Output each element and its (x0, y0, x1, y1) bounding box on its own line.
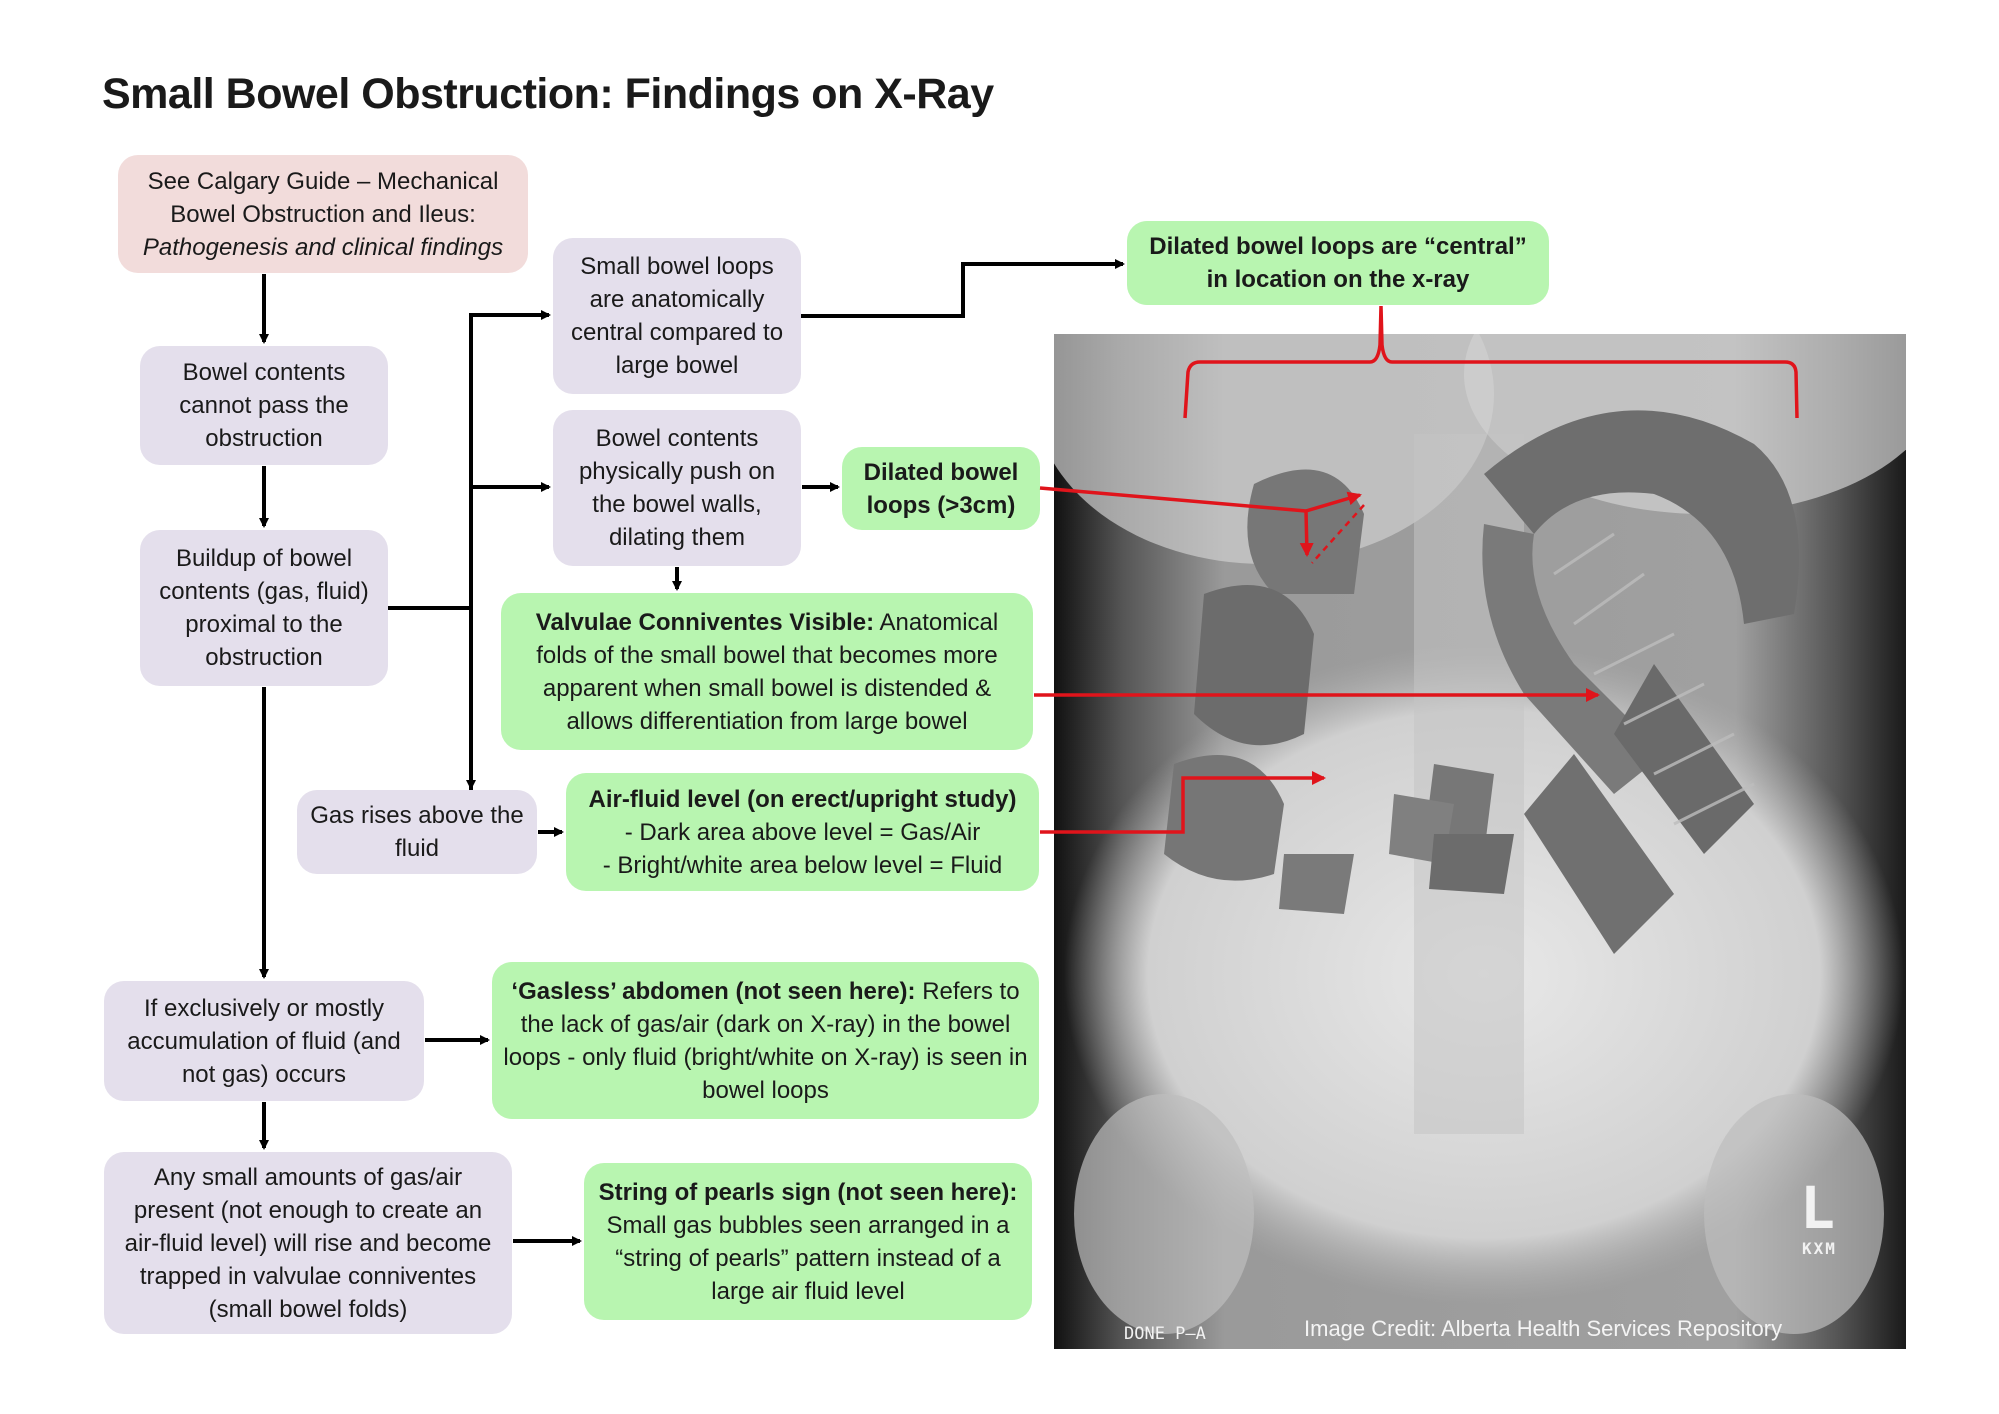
calgary-line-1: See Calgary Guide – Mechanical (147, 167, 499, 195)
valvulae-finding-box: Valvulae Conniventes Visible: Anatomical… (501, 593, 1033, 750)
gas-rises-box: Gas rises above the fluid (297, 790, 537, 874)
image-credit: Image Credit: Alberta Health Services Re… (1304, 1316, 1783, 1341)
air-fluid-line-1: - Dark area above level = Gas/Air (624, 818, 981, 846)
calgary-line-2: Bowel Obstruction and Ileus: (170, 200, 476, 228)
fluid-only-text: If exclusively or mostly accumulation of… (127, 994, 401, 1088)
xray-view-label: DONE P–A (1124, 1324, 1206, 1344)
fluid-only-box: If exclusively or mostly accumulation of… (104, 981, 424, 1101)
central-box: Small bowel loops are anatomically centr… (553, 238, 801, 394)
dilated-finding-text: Dilated bowel loops (>3cm) (863, 458, 1019, 519)
pearls-finding-box: String of pearls sign (not seen here): S… (584, 1163, 1032, 1320)
valvulae-body: Anatomical folds of the small bowel that… (536, 608, 999, 735)
pearls-text: String of pearls sign (not seen here): S… (594, 1176, 1022, 1308)
xray-side-marker: L (1800, 1174, 1835, 1242)
valvulae-text: Valvulae Conniventes Visible: Anatomical… (511, 606, 1023, 738)
pearls-body: Small gas bubbles seen arranged in a “st… (606, 1211, 1010, 1305)
small-gas-box: Any small amounts of gas/air present (no… (104, 1152, 512, 1334)
gas-rises-text: Gas rises above the fluid (310, 802, 524, 862)
xray-illustration (1054, 334, 1906, 1349)
gasless-heading: ‘Gasless’ abdomen (not seen here): (511, 977, 916, 1005)
abdominal-xray-image: L KXM DONE P–A Image Credit: Alberta Hea… (1054, 334, 1906, 1349)
calgary-line-3: Pathogenesis and clinical findings (142, 233, 504, 261)
page-title: Small Bowel Obstruction: Findings on X-R… (102, 70, 994, 118)
air-fluid-finding-box: Air-fluid level (on erect/upright study)… (566, 773, 1039, 891)
push-box: Bowel contents physically push on the bo… (553, 410, 801, 566)
gasless-body: Refers to the lack of gas/air (dark on X… (503, 977, 1028, 1104)
buildup-box: Buildup of bowel contents (gas, fluid) p… (140, 530, 388, 686)
air-fluid-line-2: - Bright/white area below level = Fluid (602, 851, 1003, 879)
central-finding-text: Dilated bowel loops are “central” in loc… (1149, 233, 1527, 293)
cannot-pass-box: Bowel contents cannot pass the obstructi… (140, 346, 388, 465)
cannot-pass-text: Bowel contents cannot pass the obstructi… (179, 359, 349, 452)
gasless-finding-box: ‘Gasless’ abdomen (not seen here): Refer… (492, 962, 1039, 1119)
gasless-text: ‘Gasless’ abdomen (not seen here): Refer… (502, 975, 1029, 1107)
valvulae-heading: Valvulae Conniventes Visible: (535, 608, 875, 636)
calgary-guide-box: See Calgary Guide – Mechanical Bowel Obs… (118, 155, 528, 273)
central-text: Small bowel loops are anatomically centr… (570, 253, 784, 379)
dilated-finding-box: Dilated bowel loops (>3cm) (842, 447, 1040, 530)
arrow-central-to-finding (801, 259, 1125, 318)
push-text: Bowel contents physically push on the bo… (578, 425, 776, 551)
central-finding-box: Dilated bowel loops are “central” in loc… (1127, 221, 1549, 305)
small-gas-text: Any small amounts of gas/air present (no… (124, 1163, 492, 1323)
air-fluid-heading: Air-fluid level (on erect/upright study) (588, 785, 1017, 813)
buildup-text: Buildup of bowel contents (gas, fluid) p… (159, 545, 369, 671)
pearls-heading: String of pearls sign (not seen here): (598, 1178, 1018, 1206)
xray-initials: KXM (1802, 1239, 1837, 1258)
